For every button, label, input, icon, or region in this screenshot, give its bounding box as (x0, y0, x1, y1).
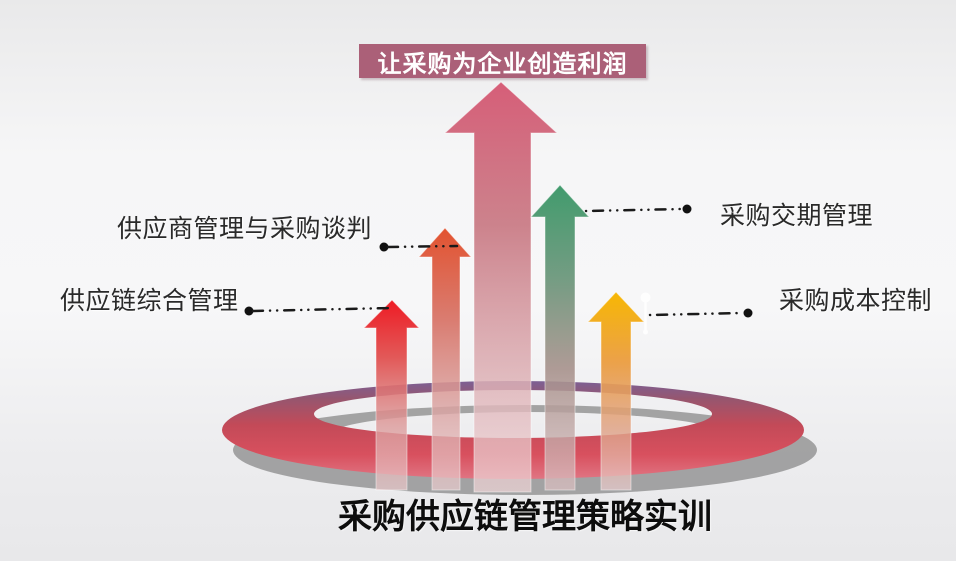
headline-banner-text: 让采购为企业创造利润 (377, 50, 628, 78)
headline-banner: 让采购为企业创造利润 (359, 44, 646, 78)
white-pin (640, 292, 651, 335)
slide-title: 采购供应链管理策略实训 (338, 498, 712, 536)
green-arrow (529, 184, 591, 491)
callout-delivery-management: 采购交期管理 (720, 202, 874, 230)
yellow-arrow (586, 291, 646, 491)
connector-cost-control (648, 308, 753, 318)
pedestal-ring (222, 381, 804, 479)
center-growth-arrow (443, 81, 559, 493)
callout-supplier-management: 供应商管理与采购谈判 (117, 215, 373, 243)
connector-supplier-management (379, 242, 459, 252)
connector-supply-chain (244, 306, 393, 316)
connector-delivery-management (584, 204, 692, 214)
callout-cost-control: 采购成本控制 (779, 287, 933, 315)
red-arrow (362, 299, 421, 491)
orange-red-arrow (417, 227, 473, 491)
callout-supply-chain: 供应链综合管理 (60, 287, 239, 315)
